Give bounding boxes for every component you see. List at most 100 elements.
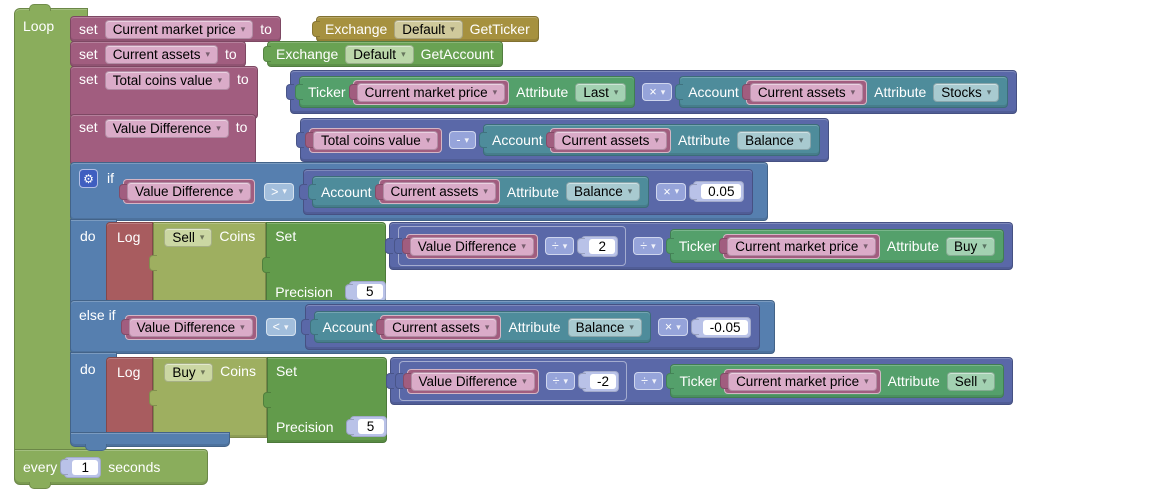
operator-dropdown[interactable]: ÷ ▾ (544, 237, 575, 255)
coins-block[interactable]: Sell ▾ Coins (153, 222, 267, 303)
amount-expression-block[interactable]: Value Difference ▾ ÷ ▾ 2 ÷ ▾ Ticker (388, 222, 1013, 270)
if-block-header[interactable]: ⚙ if Value Difference ▾ > ▾ Account Curr… (70, 162, 769, 221)
variable-name: Value Difference (135, 184, 234, 199)
variable-dropdown[interactable]: Value Difference ▾ (104, 119, 229, 138)
elseif-block-header[interactable]: else if Value Difference ▾ < ▾ Account C… (70, 300, 775, 354)
variable-block[interactable]: Current market price ▾ (723, 233, 880, 259)
variable-dropdown[interactable]: Current market price ▾ (104, 19, 254, 39)
log-block[interactable]: Log (106, 222, 154, 308)
divide-block[interactable]: Value Difference ▾ ÷ ▾ 2 (397, 226, 627, 266)
precision-input[interactable]: 5 (349, 416, 387, 437)
number-input[interactable]: 0.05 (693, 181, 745, 202)
number-input[interactable]: -2 (582, 370, 620, 392)
threshold-value: -0.05 (702, 319, 748, 335)
variable-dropdown[interactable]: Current assets ▾ (382, 182, 496, 201)
variable-block[interactable]: Current market price ▾ (352, 79, 510, 105)
set-precision-block[interactable]: Set Precision 5 (266, 222, 386, 308)
variable-dropdown[interactable]: Current assets ▾ (104, 44, 219, 64)
account-block[interactable]: Account Current assets ▾ Attribute Balan… (313, 311, 651, 343)
operator-dropdown[interactable]: ÷ ▾ (633, 237, 663, 255)
loop-every-row[interactable]: every 1 seconds (14, 449, 208, 489)
exchange-name: Default (353, 46, 397, 62)
side-dropdown[interactable]: Sell ▾ (164, 228, 213, 247)
precision-input[interactable]: 5 (348, 281, 386, 302)
variable-dropdown[interactable]: Value Difference ▾ (128, 317, 253, 337)
exchange-getticker-block[interactable]: Exchange Default ▾ GetTicker (316, 16, 539, 42)
variable-dropdown[interactable]: Total coins value ▾ (104, 71, 231, 90)
set-market-price-block[interactable]: set Current market price ▾ to (70, 16, 281, 42)
threshold-multiply-block[interactable]: Account Current assets ▾ Attribute Balan… (302, 168, 754, 215)
attribute-dropdown[interactable]: Balance ▾ (567, 317, 642, 337)
variable-dropdown[interactable]: Value Difference ▾ (409, 236, 534, 256)
variable-block[interactable]: Current assets ▾ (745, 79, 868, 105)
operator-dropdown[interactable]: × ▾ (657, 318, 688, 336)
exchange-getaccount-block[interactable]: Exchange Default ▾ GetAccount (267, 41, 503, 67)
dropdown-arrow-icon: ▾ (522, 375, 527, 386)
variable-dropdown[interactable]: Value Difference ▾ (410, 371, 535, 391)
operator-dropdown[interactable]: ÷ ▾ (545, 372, 576, 390)
variable-dropdown[interactable]: Current assets ▾ (749, 82, 864, 102)
gear-icon[interactable]: ⚙ (79, 169, 98, 188)
number-input[interactable]: -0.05 (694, 316, 751, 338)
attribute-dropdown[interactable]: Last ▾ (575, 82, 627, 102)
attribute-dropdown[interactable]: Balance ▾ (737, 130, 812, 150)
variable-name: Value Difference (417, 238, 517, 254)
coins-block[interactable]: Buy ▾ Coins (153, 357, 267, 438)
set-precision-block[interactable]: Set Precision 5 (266, 357, 387, 443)
precision-value: 5 (357, 419, 384, 434)
attribute-name: Sell (954, 373, 978, 389)
to-keyword: to (260, 21, 272, 37)
exchange-dropdown[interactable]: Default ▾ (394, 19, 463, 39)
variable-block[interactable]: Value Difference ▾ (123, 179, 256, 204)
variable-name: Current market price (112, 21, 236, 37)
set-total-block[interactable]: set Total coins value ▾ to (70, 66, 258, 119)
variable-block[interactable]: Current assets ▾ (549, 127, 671, 153)
attribute-dropdown[interactable]: Buy ▾ (946, 236, 995, 256)
dropdown-arrow-icon: ▾ (483, 186, 488, 196)
variable-dropdown[interactable]: Total coins value ▾ (313, 130, 439, 150)
variable-block[interactable]: Current assets ▾ (378, 179, 500, 204)
ticker-block[interactable]: Ticker Current market price ▾ Attribute … (670, 364, 1004, 398)
subtract-block[interactable]: Total coins value ▾ - ▾ Account Current … (300, 118, 830, 162)
operator-dropdown[interactable]: - ▾ (449, 131, 477, 149)
set-assets-block[interactable]: set Current assets ▾ to (70, 41, 246, 67)
comparator-dropdown[interactable]: > ▾ (264, 182, 294, 201)
interval-input[interactable]: 1 (64, 456, 102, 478)
log-block[interactable]: Log (106, 357, 154, 443)
if-block-foot[interactable] (70, 432, 230, 451)
variable-dropdown[interactable]: Current market price ▾ (728, 371, 877, 391)
variable-block[interactable]: Current market price ▾ (724, 368, 881, 394)
variable-block[interactable]: Value Difference ▾ (406, 368, 539, 394)
ticker-block[interactable]: Ticker Current market price ▾ Attribute … (669, 229, 1004, 263)
multiply-block[interactable]: Ticker Current market price ▾ Attribute … (290, 70, 1018, 114)
amount-expression-block[interactable]: Value Difference ▾ ÷ ▾ -2 ÷ ▾ Ticker (389, 357, 1013, 405)
attribute-dropdown[interactable]: Sell ▾ (946, 371, 995, 391)
variable-dropdown[interactable]: Value Difference ▾ (127, 182, 252, 201)
divide-block[interactable]: Value Difference ▾ ÷ ▾ -2 (398, 361, 628, 401)
set-diff-block[interactable]: set Value Difference ▾ to (70, 114, 257, 166)
variable-block[interactable]: Value Difference ▾ (124, 314, 257, 340)
operator-dropdown[interactable]: ÷ ▾ (634, 372, 664, 390)
ticker-block[interactable]: Ticker Current market price ▾ Attribute … (299, 76, 636, 108)
set-param-label: Set (275, 363, 297, 379)
dropdown-arrow-icon: ▾ (654, 134, 659, 145)
operator-dropdown[interactable]: × ▾ (656, 182, 687, 201)
variable-block[interactable]: Value Difference ▾ (405, 233, 538, 259)
variable-dropdown[interactable]: Current market price ▾ (356, 82, 506, 102)
attribute-dropdown[interactable]: Balance ▾ (566, 182, 641, 201)
variable-block[interactable]: Current assets ▾ (380, 314, 502, 340)
variable-dropdown[interactable]: Current assets ▾ (384, 317, 498, 337)
variable-block[interactable]: Total coins value ▾ (309, 127, 443, 153)
operator-dropdown[interactable]: × ▾ (642, 83, 673, 101)
exchange-dropdown[interactable]: Default ▾ (345, 44, 414, 64)
account-block[interactable]: Account Current assets ▾ Attribute Balan… (311, 175, 650, 208)
attribute-dropdown[interactable]: Stocks ▾ (933, 82, 1000, 102)
comparator-dropdown[interactable]: < ▾ (265, 318, 296, 336)
side-dropdown[interactable]: Buy ▾ (164, 363, 214, 382)
number-input[interactable]: 2 (581, 235, 619, 257)
threshold-multiply-block[interactable]: Account Current assets ▾ Attribute Balan… (304, 304, 760, 350)
account-block[interactable]: Account Current assets ▾ Attribute Stock… (679, 76, 1009, 108)
account-block[interactable]: Account Current assets ▾ Attribute Balan… (483, 124, 821, 156)
variable-dropdown[interactable]: Current market price ▾ (727, 236, 876, 256)
variable-dropdown[interactable]: Current assets ▾ (553, 130, 667, 150)
